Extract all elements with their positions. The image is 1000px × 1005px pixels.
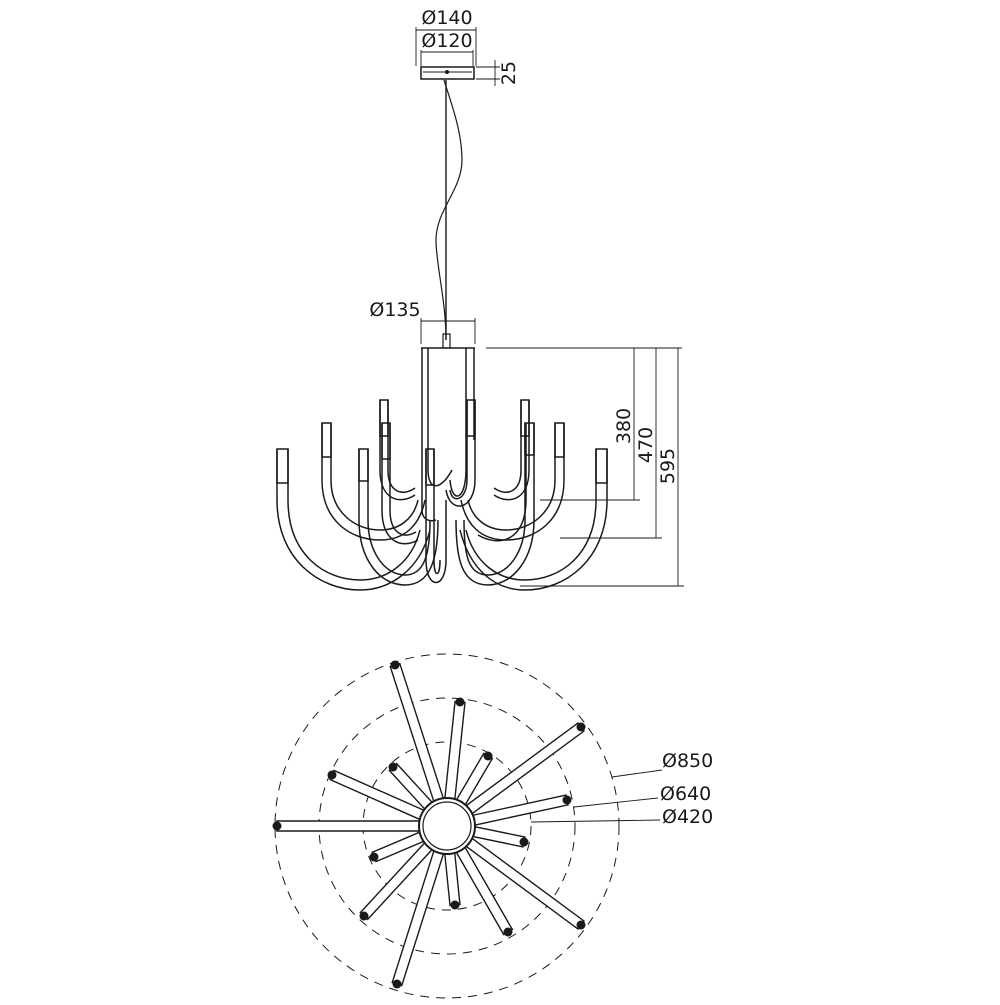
arm-tip [576,920,586,930]
body-diameter-label: Ø135 [369,299,420,321]
height-380-label: 380 [613,408,635,444]
arm [387,400,416,493]
top-view-arm [276,820,422,832]
canopy-dimension-lines [415,27,500,86]
arm [463,423,526,576]
arm [330,423,419,531]
arm [449,348,467,497]
arm-tip [327,770,337,780]
arm [367,449,431,576]
central-body [421,333,475,349]
arm-tip [503,927,513,937]
arm-tip [272,821,282,831]
arm [460,423,565,541]
top-view-arm [443,700,466,802]
arm [465,449,597,581]
arm [433,449,441,575]
arm [389,423,417,536]
arm [276,449,431,591]
center-hub-outer [418,797,476,855]
canopy-height-label: 25 [498,61,520,85]
diameter-850-label: Ø850 [662,750,713,772]
top-view-arm [443,850,461,907]
top-view-arm [329,769,427,821]
diameter-420-label: Ø420 [662,806,713,828]
ceiling-canopy [420,66,475,80]
arm-tip [483,751,493,761]
arm-tip [519,837,529,847]
body-diameter-dimension [420,318,476,344]
arm [425,449,447,583]
diameter-leader-lines [530,769,663,823]
arm [381,423,419,545]
outer-diameter-circle [274,653,620,999]
arm [379,400,416,501]
center-hub-inner [422,801,472,851]
canopy-outer-diameter-label: Ø140 [421,7,472,29]
arm [477,423,527,542]
arm [449,400,468,500]
arm-tip [388,762,398,772]
height-dimension-lines [486,347,684,587]
arm-tip [369,852,379,862]
arm [287,449,421,581]
arm-tip [576,722,586,732]
height-595-label: 595 [657,448,679,484]
arm [493,400,530,501]
arm-tip [392,979,402,989]
arm [358,449,439,586]
top-view-arm [389,662,445,804]
side-view: Ø140 Ø120 25 Ø135 [276,7,684,591]
arm-tip [450,900,460,910]
suspension-cable [435,79,463,341]
arm [321,423,426,541]
arm [445,400,476,507]
top-view-arms [272,660,586,989]
arm [467,423,556,531]
arm [455,423,535,586]
arm-tip [455,697,465,707]
height-470-label: 470 [635,427,657,463]
canopy-inner-diameter-label: Ø120 [421,30,472,52]
arm [493,400,522,493]
arm-tip [359,911,369,921]
arm-tip [562,795,572,805]
top-view: Ø850 Ø640 Ø420 [272,653,713,999]
arm [427,348,453,487]
arm-tip [390,660,400,670]
arm [459,449,608,591]
diameter-640-label: Ø640 [660,783,711,805]
chandelier-arms [276,348,608,591]
